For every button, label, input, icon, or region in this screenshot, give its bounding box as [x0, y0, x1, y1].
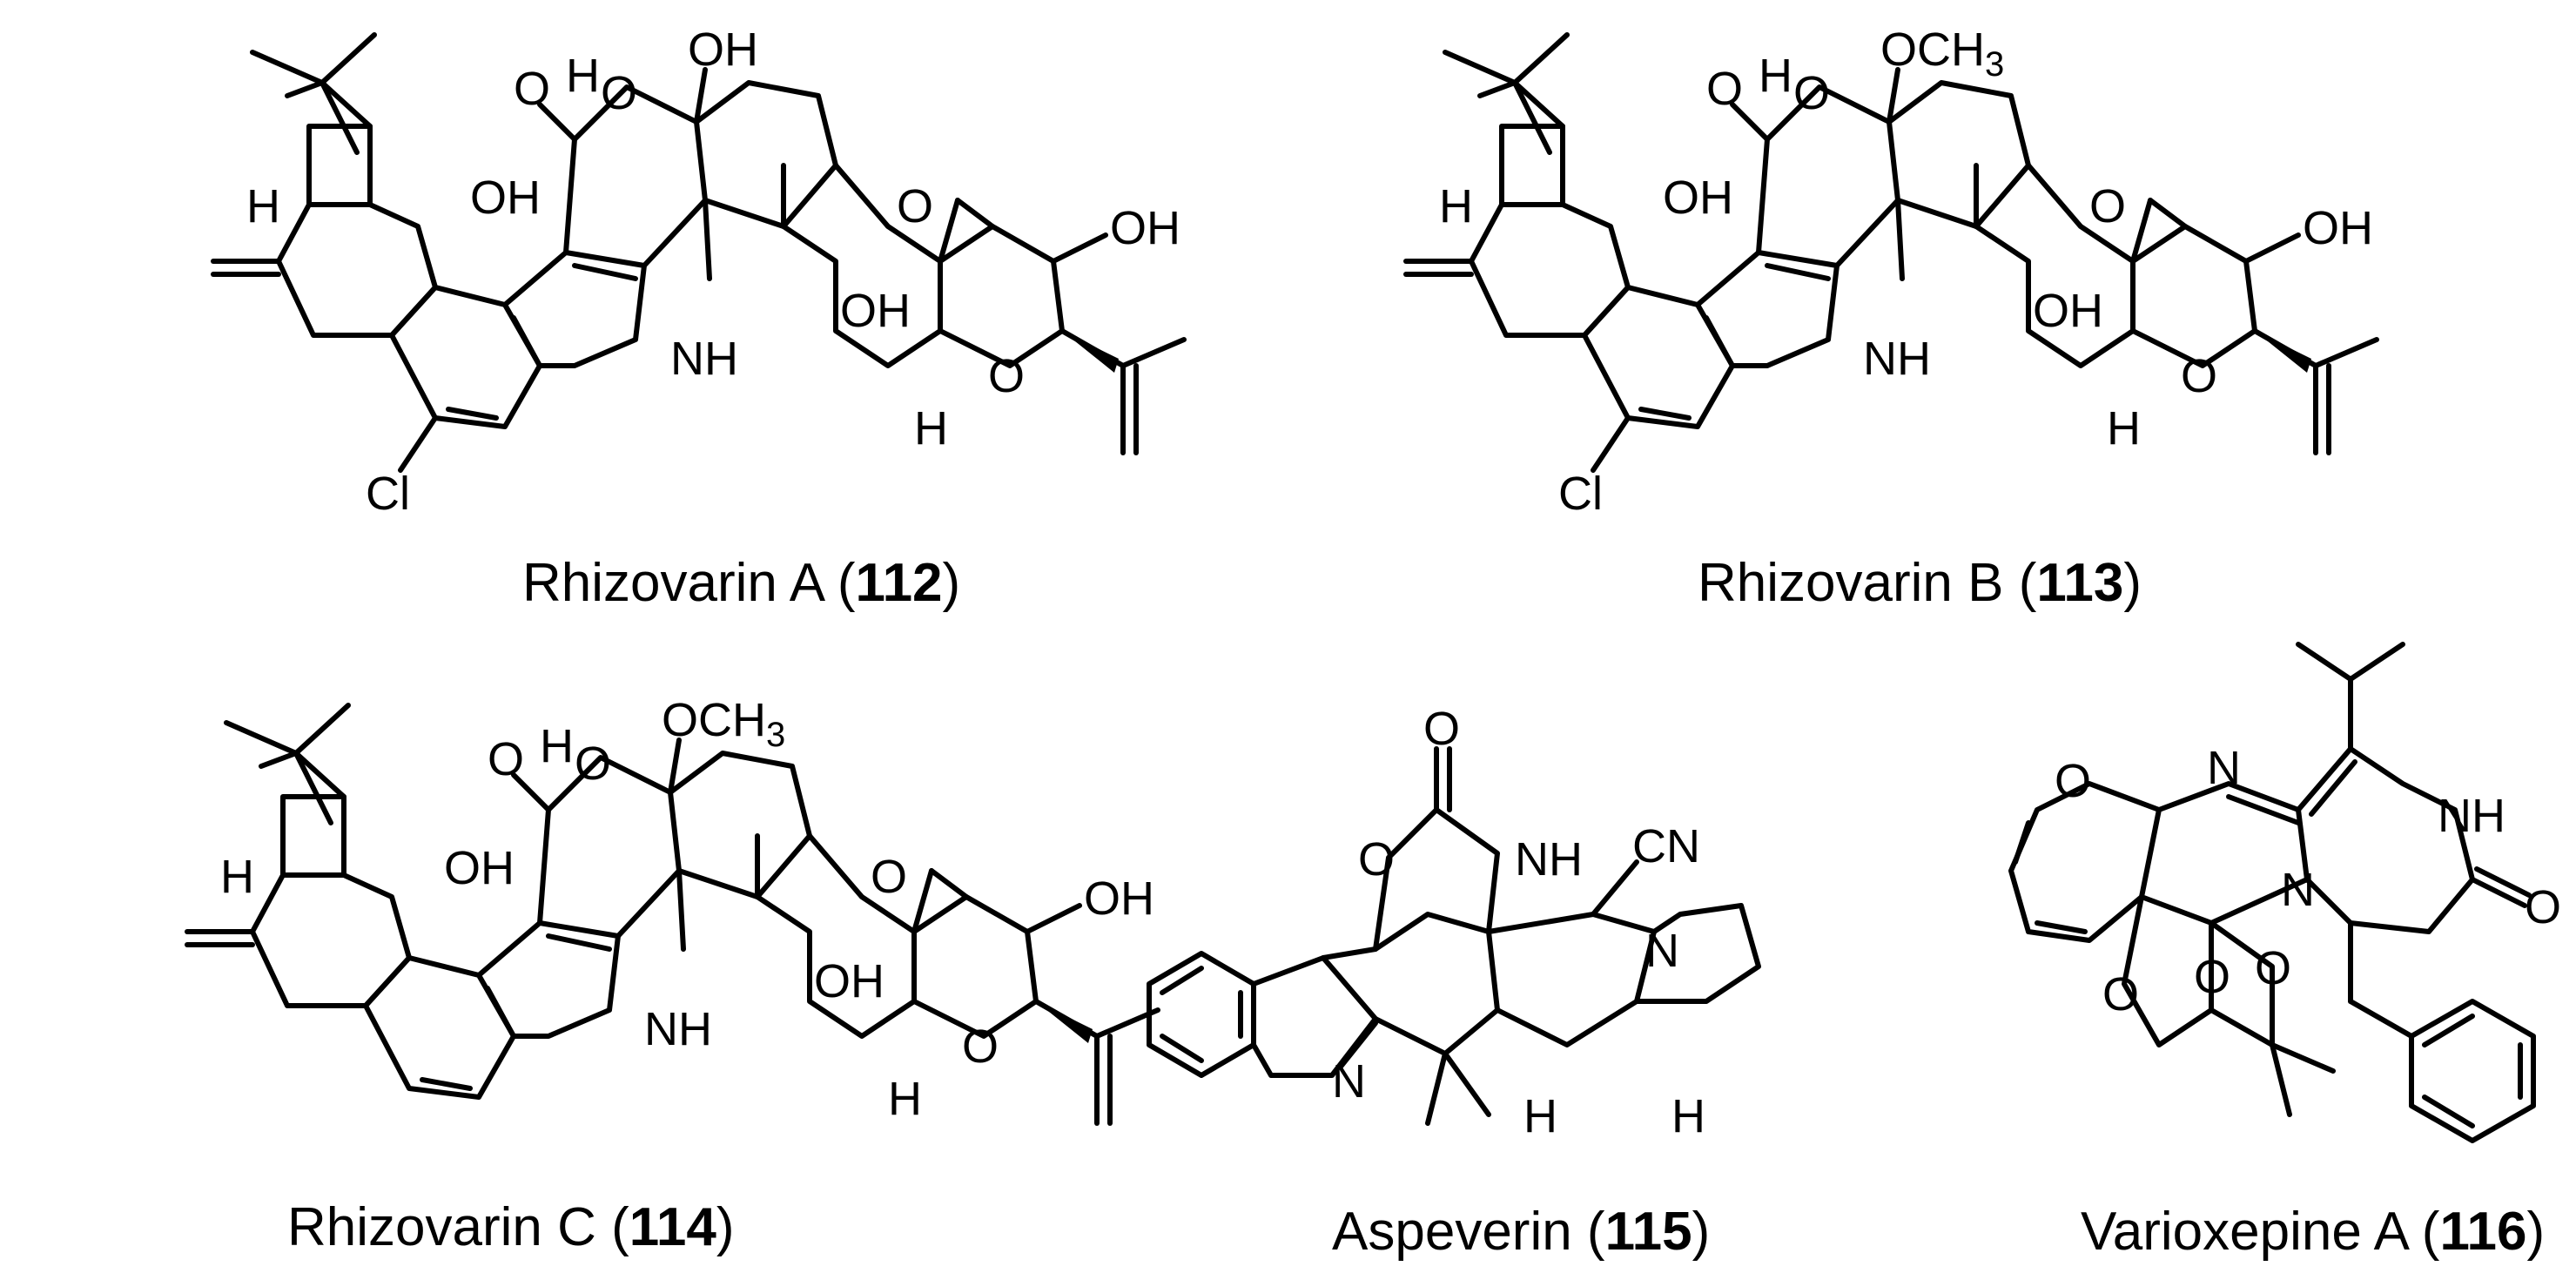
compound-caption-116: Varioxepine A (116)	[2081, 1202, 2545, 1262]
compound-name: Rhizovarin B	[1698, 553, 2003, 613]
atom-label: NH	[644, 1003, 712, 1055]
compound-name: Aspeverin	[1332, 1202, 1572, 1262]
compound-number: 113	[2036, 553, 2123, 613]
compound-caption-115: Aspeverin (115)	[1332, 1202, 1710, 1262]
atom-label: H	[540, 720, 574, 772]
atom-label: OH	[1084, 872, 1154, 925]
atom-label: OH	[470, 172, 541, 224]
atom-label: H	[566, 50, 600, 102]
atom-label: O	[1793, 67, 1830, 119]
atom-label: OCH3	[1880, 24, 2004, 84]
atom-label: O	[988, 350, 1025, 402]
atom-label: Cl	[366, 468, 410, 520]
atom-label: O	[897, 180, 933, 232]
compound-number: 114	[629, 1197, 717, 1257]
atom-label: NH	[2438, 790, 2505, 842]
compound-caption-114: Rhizovarin C (114)	[287, 1197, 734, 1257]
atom-subscript: 3	[1985, 45, 2004, 84]
atom-label: O	[1358, 833, 1395, 886]
atom-label: O	[601, 67, 637, 119]
atom-label: O	[2102, 968, 2139, 1020]
atom-label: O	[1423, 703, 1460, 755]
atom-label: H	[246, 180, 280, 232]
atom-label: O	[488, 733, 524, 785]
compound-name: Rhizovarin C	[287, 1197, 596, 1257]
atom-label: N	[1645, 925, 1679, 977]
atom-label: H	[1759, 50, 1792, 102]
compound-number: 116	[2439, 1202, 2526, 1262]
atom-label: OH	[814, 955, 884, 1007]
atom-label: OH	[2303, 202, 2373, 254]
compound-name: Varioxepine A	[2081, 1202, 2411, 1262]
atom-label: H	[220, 851, 254, 903]
atom-label: H	[2107, 402, 2141, 455]
atom-label: H	[1439, 180, 1473, 232]
compound-caption-113: Rhizovarin B (113)	[1698, 553, 2142, 613]
atom-label: OH	[688, 24, 758, 76]
atom-label: CN	[1632, 820, 1700, 872]
structure-114: O H O OCH3 H OH O OH NH OH O H	[185, 694, 1160, 1126]
atom-label: O	[2181, 350, 2217, 402]
structure-115: O O NH CN N N H H	[1147, 703, 1761, 1142]
atom-label: O	[2194, 951, 2230, 1003]
atom-label: O	[871, 851, 907, 903]
atom-label: NH	[1863, 333, 1931, 385]
atom-label: H	[1671, 1090, 1705, 1142]
structure-116: O N NH O N O O O	[2008, 642, 2561, 1143]
atom-text: OCH	[662, 694, 766, 746]
atom-label: OCH3	[662, 694, 785, 754]
atom-label: H	[888, 1073, 922, 1125]
compound-number: 112	[856, 553, 943, 613]
atom-label: NH	[1515, 833, 1583, 886]
atom-label: H	[914, 402, 948, 455]
compound-number: 115	[1605, 1202, 1692, 1262]
structure-112: O H O OH H OH O OH NH OH O H Cl	[211, 24, 1187, 520]
atom-text: OCH	[1880, 24, 1985, 76]
atom-label: O	[514, 63, 550, 115]
atom-label: O	[2525, 881, 2561, 933]
atom-label: O	[1706, 63, 1743, 115]
atom-label: OH	[1663, 172, 1733, 224]
atom-label: Cl	[1558, 468, 1603, 520]
atom-label: O	[575, 738, 611, 790]
atom-label: OH	[444, 842, 515, 894]
atom-label: N	[2281, 864, 2315, 916]
atom-label: O	[2255, 942, 2291, 994]
atom-label: N	[1332, 1055, 1366, 1108]
atom-label: O	[2089, 180, 2126, 232]
atom-label: N	[2207, 742, 2241, 794]
compound-caption-112: Rhizovarin A (112)	[522, 553, 960, 613]
atom-label: O	[2055, 755, 2091, 807]
atom-label: O	[962, 1020, 999, 1073]
atom-label: OH	[1110, 202, 1180, 254]
compound-name: Rhizovarin A	[522, 553, 826, 613]
atom-label: OH	[2033, 285, 2103, 337]
atom-subscript: 3	[766, 716, 785, 754]
atom-label: H	[1523, 1090, 1557, 1142]
atom-label: NH	[670, 333, 738, 385]
atom-label: OH	[840, 285, 911, 337]
structure-113: O H O OCH3 H OH O OH NH OH O H Cl	[1403, 24, 2379, 520]
